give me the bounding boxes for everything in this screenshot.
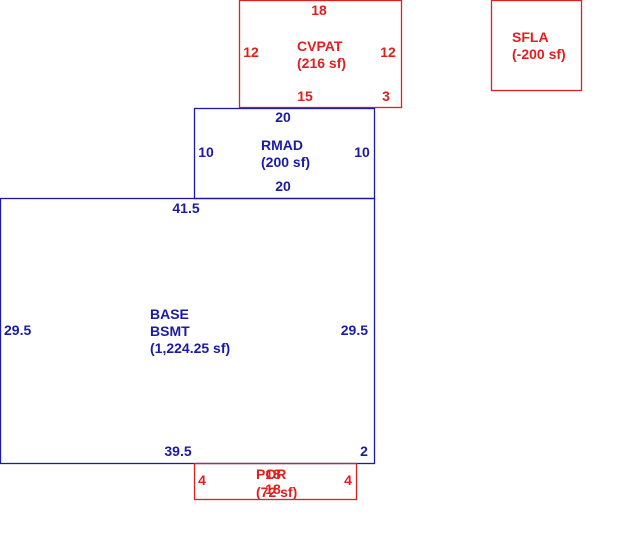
base-name-line2: BSMT	[150, 323, 190, 339]
cvpat-left-dimension: 12	[243, 44, 259, 60]
base-bottom-dimension: 39.5	[164, 443, 191, 459]
cvpat-bottom-dimension: 15	[297, 88, 313, 104]
cvpat-name: CVPAT	[297, 38, 343, 54]
sfla-area: (-200 sf)	[512, 46, 566, 62]
cvpat-bottom-right-dimension: 3	[382, 88, 390, 104]
area-por[interactable]: 4 4 18 18 POR (72 sf)	[193, 462, 358, 501]
rmad-name: RMAD	[261, 137, 303, 153]
rmad-top-dimension: 20	[275, 109, 291, 125]
sfla-outline	[490, 0, 583, 92]
rmad-right-dimension: 10	[354, 144, 370, 160]
sfla-name: SFLA	[512, 29, 549, 45]
base-name-line1: BASE	[150, 306, 189, 322]
base-outline	[0, 197, 376, 465]
por-left-dimension: 4	[198, 472, 206, 488]
area-rmad[interactable]: 20 10 10 RMAD (200 sf) 20	[193, 107, 376, 200]
rmad-bottom-dimension: 20	[275, 178, 291, 194]
base-area: (1,224.25 sf)	[150, 340, 230, 356]
por-area: (72 sf)	[256, 484, 297, 500]
rmad-left-dimension: 10	[198, 144, 214, 160]
base-top-dimension: 41.5	[172, 200, 199, 216]
por-bottom-dimension: 18	[265, 481, 281, 497]
cvpat-right-dimension: 12	[380, 44, 396, 60]
por-outline	[193, 462, 358, 501]
por-top-dimension: 18	[265, 466, 281, 482]
por-right-dimension: 4	[344, 472, 352, 488]
cvpat-outline	[238, 0, 403, 109]
base-right-dimension: 29.5	[341, 322, 368, 338]
area-cvpat[interactable]: 18 12 12 CVPAT (216 sf) 15 3	[238, 0, 403, 109]
por-name: POR	[256, 466, 286, 482]
area-sfla[interactable]: SFLA (-200 sf)	[490, 0, 583, 92]
area-base-bsmt[interactable]: 41.5 29.5 29.5 BASE BSMT (1,224.25 sf) 3…	[0, 197, 376, 465]
base-bottom-right-dimension: 2	[360, 443, 368, 459]
cvpat-top-dimension: 18	[311, 2, 327, 18]
base-left-dimension: 29.5	[4, 322, 31, 338]
cvpat-area: (216 sf)	[297, 55, 346, 71]
rmad-area: (200 sf)	[261, 154, 310, 170]
